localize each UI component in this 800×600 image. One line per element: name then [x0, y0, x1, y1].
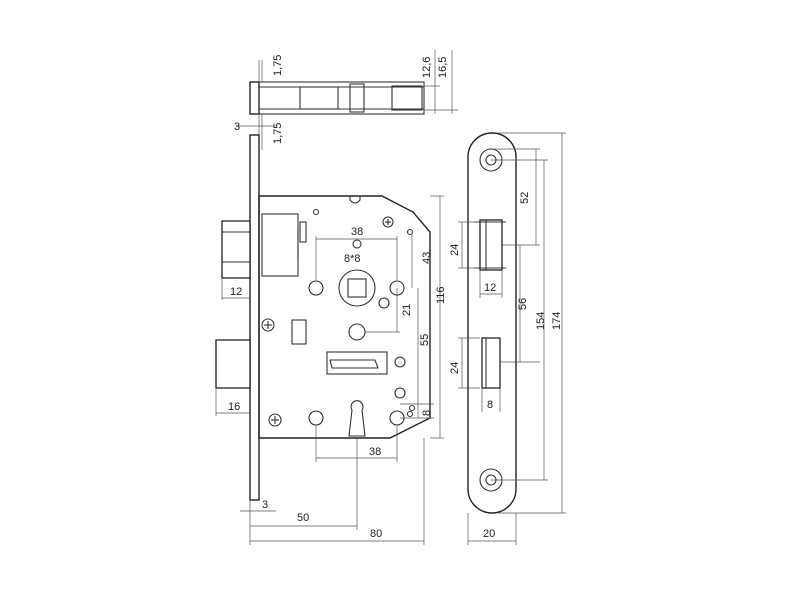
keyhole — [348, 400, 366, 437]
dim-backset-38-bottom: 38 — [369, 446, 381, 458]
dim-8-key: 8 — [421, 410, 433, 416]
latch-opening — [479, 219, 503, 271]
spindle-hub — [338, 269, 376, 307]
dim-strike-154: 154 — [535, 312, 547, 330]
top-case-outline — [258, 81, 425, 115]
bolt-mechanism — [326, 351, 388, 375]
dim-21: 21 — [401, 304, 413, 316]
dim-strike-8: 8 — [487, 399, 493, 411]
dim-strike-174: 174 — [551, 312, 563, 330]
strike-plate — [467, 132, 517, 514]
dim-backset-38-top: 38 — [351, 226, 363, 238]
dim-strike-56: 56 — [517, 298, 529, 310]
screw-icon — [382, 216, 394, 228]
dim-top-1-75-a: 1,75 — [272, 55, 284, 76]
dim-top-12-6: 12,6 — [421, 57, 433, 78]
dim-80: 80 — [370, 528, 382, 540]
dim-strike-12: 12 — [484, 282, 496, 294]
dim-43: 43 — [421, 252, 433, 264]
dim-top-3: 3 — [234, 121, 240, 133]
front-view: 38 8*8 43 21 55 116 8 38 12 16 — [215, 134, 447, 545]
faceplate — [249, 134, 260, 501]
latch-bolt — [221, 220, 251, 279]
dim-50: 50 — [297, 512, 309, 524]
dim-strike-24-top: 24 — [449, 244, 461, 256]
screw-icon — [261, 318, 275, 332]
dim-latch-12: 12 — [230, 286, 242, 298]
dim-top-1-75-b: 1,75 — [272, 123, 284, 144]
dim-strike-52: 52 — [519, 192, 531, 204]
dim-55: 55 — [419, 334, 431, 346]
spindle-square — [347, 278, 367, 298]
bolt-opening — [481, 337, 501, 389]
dead-bolt — [215, 339, 251, 389]
strike-plate-view: 24 12 24 8 52 56 154 174 — [449, 132, 566, 545]
dim-strike-24-bottom: 24 — [449, 362, 461, 374]
screw-icon — [268, 413, 282, 427]
top-view: 1,75 1,75 3 12,6 16,5 — [234, 50, 458, 150]
dim-116: 116 — [435, 286, 447, 304]
dim-spindle-8x8: 8*8 — [344, 253, 361, 265]
lock-case — [258, 195, 431, 439]
dim-strike-20: 20 — [483, 528, 495, 540]
dim-bottom-3: 3 — [262, 499, 268, 511]
dim-top-16-5: 16,5 — [437, 57, 449, 78]
dim-bolt-16: 16 — [228, 401, 240, 413]
top-faceplate — [249, 81, 260, 115]
